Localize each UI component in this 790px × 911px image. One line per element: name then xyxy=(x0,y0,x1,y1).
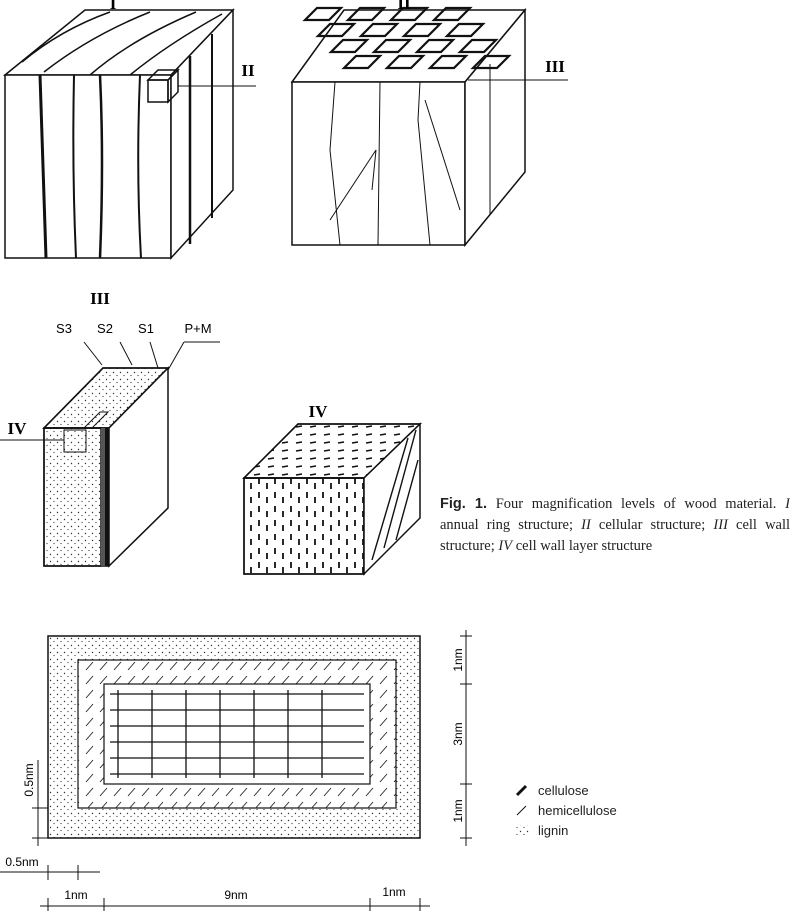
cell-lumen xyxy=(427,54,469,70)
caption-level-3: III xyxy=(713,517,728,533)
layer-pm-label: P+M xyxy=(184,321,211,336)
caption-text-4: cell wall layer structure xyxy=(515,538,653,554)
cell-lumen xyxy=(444,22,486,38)
dim-left-vertical: 0.5nm xyxy=(22,763,36,796)
cell-lumen xyxy=(341,54,383,70)
cell-lumen xyxy=(384,54,426,70)
lignin-swatch-icon xyxy=(516,825,529,835)
level-III-label: III xyxy=(90,289,110,308)
caption-level-4: IV xyxy=(498,538,513,554)
hemicellulose-swatch-icon xyxy=(516,805,527,816)
legend-label-lignin: lignin xyxy=(538,822,569,838)
cell-lumen xyxy=(371,38,413,54)
cell-lumen xyxy=(431,6,473,22)
cell-lumen xyxy=(345,6,387,22)
level-IV-label: IV xyxy=(309,402,329,421)
cell-lumen xyxy=(457,38,499,54)
block-cellular xyxy=(290,6,568,248)
legend-item-hemicellulose: hemicellulose xyxy=(512,800,617,820)
level-II-marker: II xyxy=(241,61,255,80)
dimension-lines-left xyxy=(0,760,430,911)
block-cell-wall xyxy=(0,341,220,568)
dim-bottom-right: 1nm xyxy=(451,799,465,822)
cell-lumen xyxy=(328,38,370,54)
level-I-label: I xyxy=(110,0,117,13)
level-III-marker: III xyxy=(545,57,565,76)
cell-lumen xyxy=(302,6,344,22)
dim-bottom-right-h: 1nm xyxy=(382,885,405,899)
legend-item-cellulose: cellulose xyxy=(512,780,617,800)
dim-mid-right: 3nm xyxy=(451,722,465,745)
layer-s3-label: S3 xyxy=(56,321,72,336)
caption-text-a: Four magnification levels of wood materi… xyxy=(495,496,777,512)
dim-top-right: 1nm xyxy=(451,648,465,671)
legend-item-lignin: lignin xyxy=(512,820,617,840)
dim-left-horizontal: 0.5nm xyxy=(5,855,38,869)
legend-label-cellulose: cellulose xyxy=(538,782,589,798)
block-annual-ring xyxy=(2,8,256,260)
legend: cellulose hemicellulose lignin xyxy=(512,780,617,840)
cell-lumen xyxy=(470,54,512,70)
dim-bottom-left: 1nm xyxy=(64,888,87,902)
block-cell-wall-layer xyxy=(242,422,422,576)
dim-bottom-mid: 9nm xyxy=(224,888,247,902)
caption-text-2: cellular structure; xyxy=(598,517,706,533)
caption-text-1: annual ring structure; xyxy=(440,517,573,533)
figure-caption: Fig. 1. Four magnification levels of woo… xyxy=(440,494,790,557)
level-II-label: II xyxy=(397,0,411,13)
dimension-lines-right xyxy=(460,630,472,846)
caption-fig-number: Fig. 1. xyxy=(440,496,487,512)
cell-lumen xyxy=(414,38,456,54)
level-IV-marker: IV xyxy=(8,419,28,438)
layer-s1-label: S1 xyxy=(138,321,154,336)
cellulose-swatch-icon xyxy=(515,784,528,797)
cell-lumen xyxy=(388,6,430,22)
cell-lumen xyxy=(358,22,400,38)
cell-lumen xyxy=(315,22,357,38)
caption-level-1: I xyxy=(785,496,790,512)
caption-level-2: II xyxy=(581,517,591,533)
layer-s2-label: S2 xyxy=(97,321,113,336)
cell-lumen xyxy=(401,22,443,38)
microfibril-diagram xyxy=(47,635,421,839)
caption-text-3: cell wall structure; xyxy=(440,517,790,554)
legend-label-hemicellulose: hemicellulose xyxy=(538,802,617,818)
